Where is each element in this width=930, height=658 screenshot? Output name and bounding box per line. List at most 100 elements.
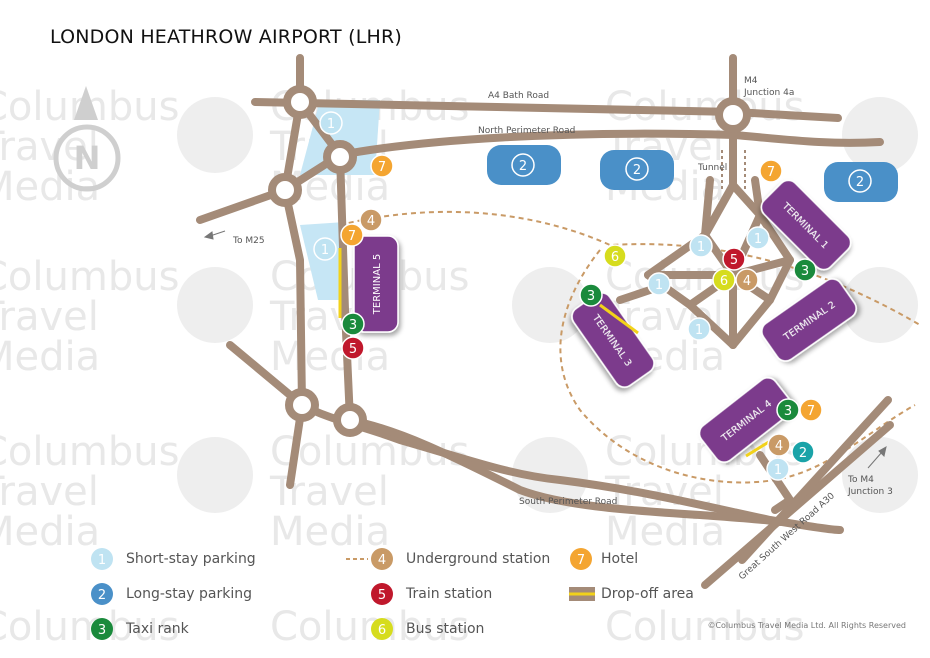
marker-short-stay-t4[interactable]: 1 bbox=[766, 457, 790, 481]
terminal-5[interactable]: TERMINAL 5 bbox=[353, 235, 399, 333]
marker-hotel-east[interactable]: 7 bbox=[759, 159, 783, 183]
terminal-2[interactable]: TERMINAL 2 bbox=[758, 275, 860, 365]
svg-text:2: 2 bbox=[633, 163, 641, 178]
svg-text:1: 1 bbox=[98, 553, 106, 568]
marker-train-t5[interactable]: 5 bbox=[341, 336, 365, 360]
svg-text:3: 3 bbox=[801, 264, 809, 279]
tunnel-label: Tunnel bbox=[697, 163, 727, 173]
short-stay-parking-icon: 1 bbox=[91, 548, 113, 570]
svg-text:1: 1 bbox=[321, 243, 329, 258]
legend-bus: 6 Bus station bbox=[370, 617, 484, 641]
svg-text:2: 2 bbox=[856, 175, 864, 190]
svg-text:Columbus: Columbus bbox=[0, 254, 179, 300]
to-m4-arrow-icon bbox=[878, 446, 887, 457]
compass-letter: N bbox=[74, 139, 101, 177]
svg-text:3: 3 bbox=[587, 289, 595, 304]
marker-short-stay-central-4[interactable]: 1 bbox=[687, 317, 711, 341]
terminal-1[interactable]: TERMINAL 1 bbox=[757, 176, 855, 274]
map-markers: 1 1 1 1 1 1 1 2 2 2 2 3 3 3 3 4 4 4 5 5 … bbox=[313, 111, 872, 481]
svg-text:3: 3 bbox=[98, 623, 106, 638]
svg-text:Travel: Travel bbox=[0, 124, 99, 170]
legend-long-stay: 2 Long-stay parking bbox=[90, 582, 252, 606]
svg-text:6: 6 bbox=[720, 274, 728, 289]
svg-text:1: 1 bbox=[655, 278, 663, 293]
marker-short-stay-t5-north[interactable]: 1 bbox=[319, 111, 343, 135]
marker-short-stay-central-3[interactable]: 1 bbox=[647, 272, 671, 296]
roundabouts bbox=[268, 85, 751, 437]
svg-text:5: 5 bbox=[730, 253, 738, 268]
svg-text:7: 7 bbox=[767, 165, 775, 180]
marker-bus-central[interactable]: 6 bbox=[712, 268, 736, 292]
svg-text:4: 4 bbox=[367, 214, 375, 229]
svg-text:Columbus: Columbus bbox=[0, 604, 179, 650]
marker-hotel-t4[interactable]: 7 bbox=[799, 398, 823, 422]
marker-long-stay-1[interactable]: 2 bbox=[511, 153, 535, 177]
marker-short-stay-central-1[interactable]: 1 bbox=[689, 234, 713, 258]
marker-long-stay-t4[interactable]: 2 bbox=[791, 440, 815, 464]
marker-underground-t4[interactable]: 4 bbox=[767, 433, 791, 457]
svg-text:Media: Media bbox=[270, 509, 390, 555]
to-m25-arrow-icon bbox=[203, 231, 214, 240]
svg-text:3: 3 bbox=[349, 318, 357, 333]
svg-text:3: 3 bbox=[784, 404, 792, 419]
marker-short-stay-t5-west[interactable]: 1 bbox=[313, 237, 337, 261]
train-station-icon: 5 bbox=[371, 583, 393, 605]
marker-taxi-t5[interactable]: 3 bbox=[341, 312, 365, 336]
marker-taxi-t3[interactable]: 3 bbox=[579, 283, 603, 307]
svg-text:7: 7 bbox=[378, 160, 386, 175]
marker-short-stay-central-2[interactable]: 1 bbox=[746, 226, 770, 250]
marker-hotel-north[interactable]: 7 bbox=[370, 154, 394, 178]
watermark-dots bbox=[177, 97, 918, 513]
legend-taxi: 3 Taxi rank bbox=[90, 617, 189, 641]
svg-text:Columbus: Columbus bbox=[0, 429, 179, 475]
legend-train: 5 Train station bbox=[370, 582, 492, 606]
junction-3-label: Junction 3 bbox=[847, 487, 893, 497]
svg-text:4: 4 bbox=[775, 439, 783, 454]
marker-long-stay-3[interactable]: 2 bbox=[848, 169, 872, 193]
svg-text:1: 1 bbox=[697, 240, 705, 255]
svg-text:4: 4 bbox=[378, 553, 386, 568]
direction-arrows bbox=[203, 230, 887, 469]
svg-text:1: 1 bbox=[695, 323, 703, 338]
svg-text:Travel: Travel bbox=[0, 469, 99, 515]
north-perimeter-road-label: North Perimeter Road bbox=[478, 126, 575, 136]
marker-hotel-t5[interactable]: 7 bbox=[340, 223, 364, 247]
junction-4a-label: Junction 4a bbox=[743, 88, 794, 98]
tunnel bbox=[721, 150, 746, 190]
terminal-5-label: TERMINAL 5 bbox=[372, 254, 383, 315]
svg-text:7: 7 bbox=[348, 229, 356, 244]
legend-short-stay: 1 Short-stay parking bbox=[90, 547, 256, 571]
marker-taxi-t1[interactable]: 3 bbox=[793, 258, 817, 282]
svg-text:5: 5 bbox=[378, 588, 386, 603]
short-stay-area-t5-north bbox=[300, 100, 380, 175]
underground-station-icon: 4 bbox=[346, 548, 393, 570]
legend-hotel: 7 Hotel bbox=[569, 547, 638, 571]
marker-bus-west[interactable]: 6 bbox=[603, 244, 627, 268]
marker-long-stay-2[interactable]: 2 bbox=[625, 157, 649, 181]
svg-text:2: 2 bbox=[799, 446, 807, 461]
svg-text:1: 1 bbox=[754, 232, 762, 247]
underground-route bbox=[339, 210, 921, 326]
south-perimeter-road-label: South Perimeter Road bbox=[519, 497, 617, 507]
north-compass-icon: N bbox=[53, 86, 121, 192]
svg-text:Media: Media bbox=[0, 509, 100, 555]
svg-text:6: 6 bbox=[378, 623, 386, 638]
svg-text:1: 1 bbox=[327, 117, 335, 132]
legend-underground: 4 Underground station bbox=[346, 547, 550, 571]
svg-text:6: 6 bbox=[611, 250, 619, 265]
marker-train-central[interactable]: 5 bbox=[722, 247, 746, 271]
marker-taxi-t4[interactable]: 3 bbox=[776, 398, 800, 422]
copyright-notice: ©Columbus Travel Media Ltd. All Rights R… bbox=[707, 621, 906, 630]
svg-text:Media: Media bbox=[0, 334, 100, 380]
drop-off-area-icon bbox=[569, 587, 595, 601]
svg-text:2: 2 bbox=[519, 159, 527, 174]
a4-bath-road-label: A4 Bath Road bbox=[488, 91, 549, 101]
long-stay-parking-icon: 2 bbox=[91, 583, 113, 605]
svg-text:2: 2 bbox=[98, 588, 106, 603]
svg-text:7: 7 bbox=[577, 553, 585, 568]
marker-underground-t5[interactable]: 4 bbox=[359, 208, 383, 232]
svg-text:1: 1 bbox=[774, 463, 782, 478]
marker-underground-central[interactable]: 4 bbox=[735, 268, 759, 292]
legend-dropoff: Drop-off area bbox=[569, 582, 694, 606]
